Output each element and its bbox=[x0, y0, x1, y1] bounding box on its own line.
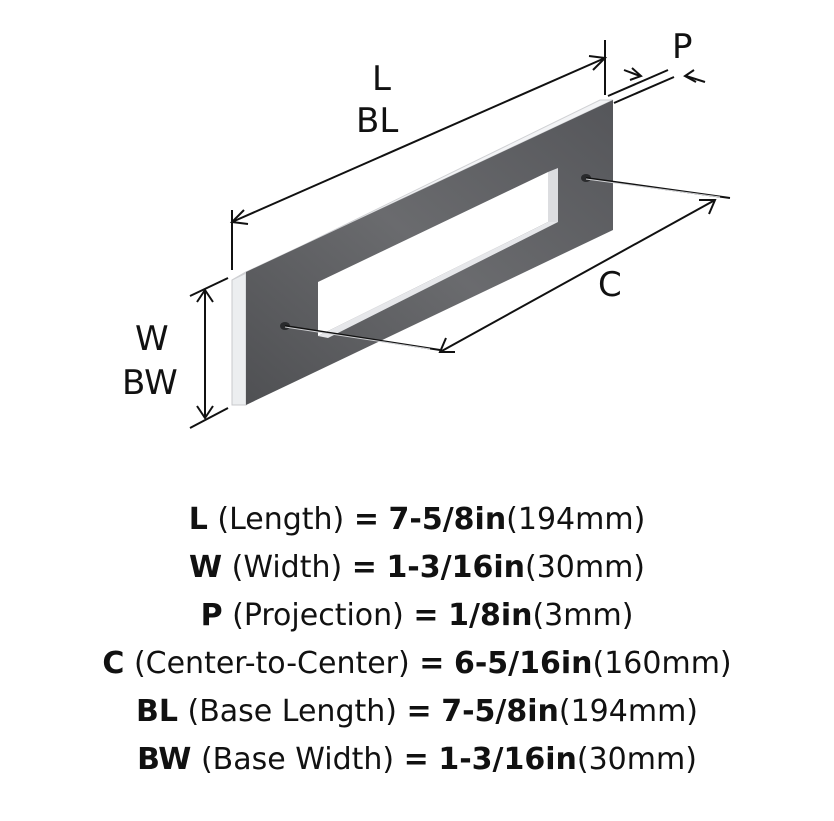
center-to-center-dimension bbox=[438, 199, 717, 353]
spec-value: 1-3/16in bbox=[386, 550, 525, 585]
spec-metric: (194mm) bbox=[506, 502, 646, 537]
spec-name: (Base Length) bbox=[187, 694, 397, 729]
spec-equals: = bbox=[351, 550, 377, 585]
pull-dimension-diagram: L BL P C W BW bbox=[122, 27, 731, 429]
bolt-left bbox=[284, 325, 441, 351]
spec-width: W (Width) = 1-3/16in(30mm) bbox=[0, 544, 834, 592]
cutout-bottom-edge bbox=[318, 222, 558, 338]
projection-dimension bbox=[607, 67, 706, 104]
spec-name: (Width) bbox=[231, 550, 343, 585]
plate-front-edge bbox=[231, 271, 247, 406]
spec-equals: = bbox=[419, 646, 445, 681]
spec-base-length: BL (Base Length) = 7-5/8in(194mm) bbox=[0, 688, 834, 736]
width-dimension bbox=[189, 277, 229, 429]
length-dimension bbox=[229, 40, 608, 270]
spec-abbr: BL bbox=[135, 694, 178, 729]
spec-metric: (194mm) bbox=[558, 694, 699, 729]
spec-metric: (30mm) bbox=[524, 550, 646, 585]
spec-length: L (Length) = 7-5/8in(194mm) bbox=[0, 496, 834, 544]
spec-abbr: L bbox=[188, 502, 208, 537]
spec-equals: = bbox=[403, 742, 429, 777]
spec-abbr: W bbox=[188, 550, 223, 585]
spec-value: 7-5/8in bbox=[388, 502, 507, 537]
label-base-length: BL bbox=[356, 101, 398, 141]
spec-value: 1/8in bbox=[448, 598, 533, 633]
label-projection: P bbox=[672, 27, 693, 67]
spec-equals: = bbox=[353, 502, 379, 537]
spec-projection: P (Projection) = 1/8in(3mm) bbox=[0, 592, 834, 640]
specification-list: L (Length) = 7-5/8in(194mm) W (Width) = … bbox=[0, 496, 834, 784]
label-center-to-center: C bbox=[598, 265, 622, 305]
label-base-width: BW bbox=[122, 363, 178, 403]
spec-center-to-center: C (Center-to-Center) = 6-5/16in(160mm) bbox=[0, 640, 834, 688]
spec-abbr: BW bbox=[137, 742, 192, 777]
label-width: W bbox=[135, 319, 169, 359]
spec-metric: (160mm) bbox=[592, 646, 732, 681]
plate-cutout bbox=[318, 172, 548, 336]
spec-equals: = bbox=[413, 598, 439, 633]
spec-equals: = bbox=[406, 694, 432, 729]
spec-abbr: P bbox=[200, 598, 223, 633]
spec-metric: (3mm) bbox=[532, 598, 634, 633]
spec-metric: (30mm) bbox=[576, 742, 697, 777]
spec-base-width: BW (Base Width) = 1-3/16in(30mm) bbox=[0, 736, 834, 784]
cutout-inner-edge bbox=[548, 168, 558, 222]
spec-value: 6-5/16in bbox=[453, 646, 593, 681]
spec-name: (Center-to-Center) bbox=[133, 646, 410, 681]
label-length: L bbox=[372, 59, 391, 99]
spec-value: 7-5/8in bbox=[441, 694, 559, 729]
spec-name: (Length) bbox=[217, 502, 345, 537]
spec-name: (Base Width) bbox=[200, 742, 395, 777]
spec-value: 1-3/16in bbox=[438, 742, 577, 777]
spec-abbr: C bbox=[102, 646, 125, 681]
spec-name: (Projection) bbox=[232, 598, 404, 633]
